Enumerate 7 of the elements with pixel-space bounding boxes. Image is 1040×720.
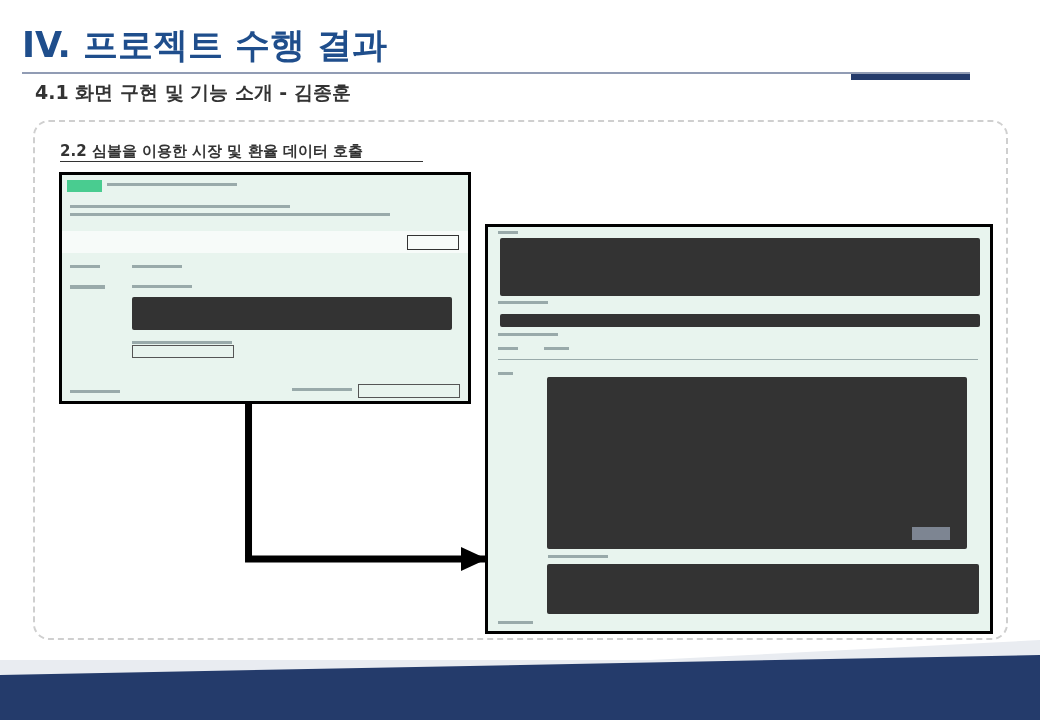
section-subtitle: 4.1 화면 구현 및 기능 소개 - 김종훈 xyxy=(35,80,351,105)
panel-heading: 2.2 심볼을 이용한 시장 및 환율 데이터 호출 xyxy=(60,142,424,162)
screenshot-picture xyxy=(59,172,471,404)
dashed-panel xyxy=(33,120,1008,640)
elbow-arrow xyxy=(245,404,487,571)
screenshot-picture xyxy=(485,224,993,634)
slide-title: IV. 프로젝트 수행 결과 xyxy=(22,24,388,67)
